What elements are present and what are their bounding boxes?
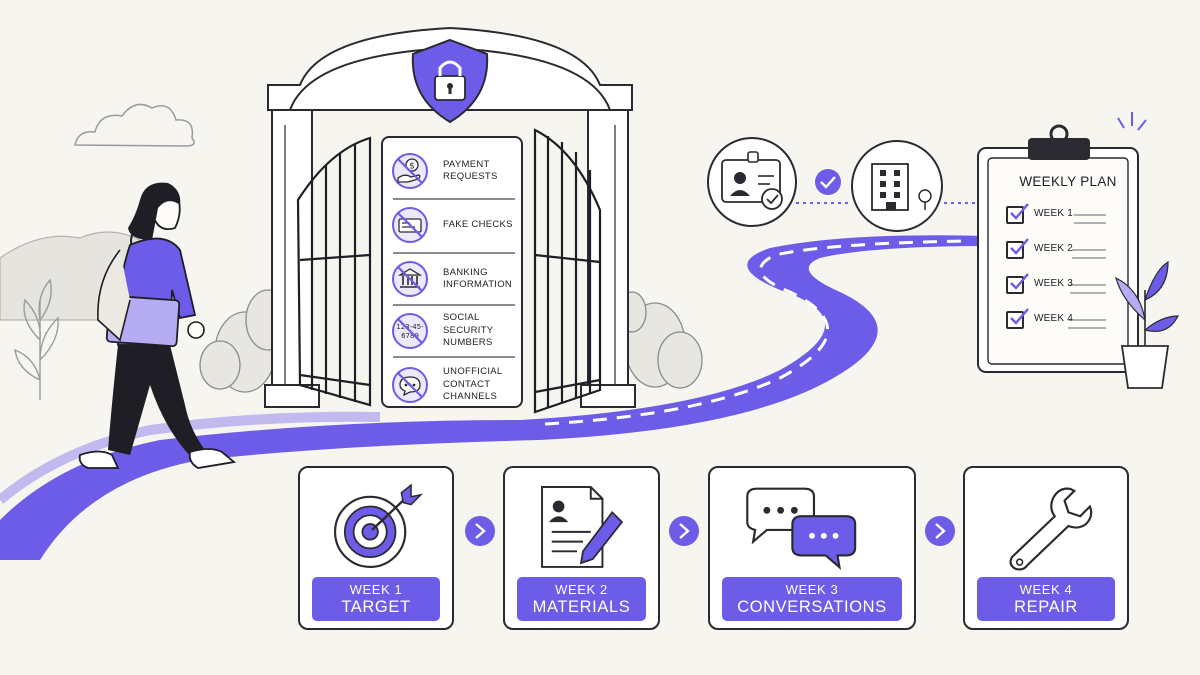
chat-icon (746, 487, 857, 570)
checkmark-icon (1010, 308, 1029, 325)
svg-text:$: $ (409, 162, 415, 172)
warning-item-ssn: 123-45- 6789 SOCIAL SECURITY NUMBERS (383, 306, 525, 356)
week-title: MATERIALS (532, 597, 631, 616)
week-card-repair: WEEK 4 REPAIR (963, 466, 1129, 630)
wrench-icon (1009, 487, 1093, 571)
checkbox-icon (1006, 206, 1024, 224)
week-label: WEEK 2 (555, 581, 608, 597)
warning-item-payment: $ PAYMENT REQUESTS (383, 146, 525, 196)
week-title: TARGET (341, 597, 411, 616)
week-card-materials: WEEK 2 MATERIALS (503, 466, 660, 630)
chat-bubble-icon (392, 367, 428, 403)
clipboard-title: WEEKLY PLAN (1019, 174, 1117, 189)
potted-plant (1115, 260, 1179, 389)
walking-person (78, 182, 237, 469)
resume-pencil-icon (541, 486, 624, 568)
clipboard-row-label: WEEK 3 (1034, 278, 1073, 289)
cloud-icon (74, 103, 195, 147)
week-badge: WEEK 3 CONVERSATIONS (722, 577, 902, 621)
clipboard-row-label: WEEK 1 (1034, 208, 1073, 219)
office-building-icon (851, 140, 943, 232)
clipboard-row: WEEK 3 (1004, 273, 1124, 296)
warning-list: $ PAYMENT REQUESTS FAKE CHECKS BANKING I (381, 136, 523, 408)
road-dashes (544, 239, 971, 426)
week-badge: WEEK 4 REPAIR (977, 577, 1115, 621)
next-arrow-2 (669, 516, 699, 546)
ssn-icon-text-b: 6789 (401, 332, 419, 340)
checkbox-icon (1006, 241, 1024, 259)
checkmark-icon (1010, 273, 1029, 290)
divider (393, 252, 515, 254)
clipboard-row-label: WEEK 4 (1034, 313, 1073, 324)
divider (393, 356, 515, 358)
checkbox-icon (1006, 276, 1024, 294)
check-icon (392, 207, 428, 243)
warning-label: SOCIAL SECURITY NUMBERS (443, 312, 494, 349)
week-card-target: WEEK 1 TARGET (298, 466, 454, 630)
clipboard-row: WEEK 2 (1004, 238, 1124, 261)
warning-label: BANKING INFORMATION (443, 266, 513, 290)
checkmark-icon (1010, 203, 1029, 220)
gate-door-right (533, 128, 602, 414)
week-badge: WEEK 1 TARGET (312, 577, 440, 621)
gate-door-left (296, 136, 372, 407)
next-arrow-1 (465, 516, 495, 546)
week-title: CONVERSATIONS (737, 597, 887, 616)
check-circle-icon (815, 169, 841, 195)
lock-shield-icon (411, 38, 489, 124)
week-label: WEEK 4 (1019, 581, 1073, 597)
warning-item-contact: UNOFFICIAL CONTACT CHANNELS (383, 360, 525, 410)
week-label: WEEK 3 (785, 581, 839, 597)
week-card-conversations: WEEK 3 CONVERSATIONS (708, 466, 916, 630)
warning-label: FAKE CHECKS (443, 218, 513, 230)
clipboard-row: WEEK 1 (1004, 203, 1124, 226)
dollar-hand-icon: $ (392, 153, 428, 189)
target-icon (334, 483, 424, 568)
warning-label: UNOFFICIAL CONTACT CHANNELS (443, 366, 503, 403)
warning-item-banking: BANKING INFORMATION (383, 254, 525, 304)
divider (393, 198, 515, 200)
divider (393, 304, 515, 306)
id-badge-icon (707, 137, 797, 227)
bush-right (617, 291, 703, 389)
clipboard-row: WEEK 4 (1004, 308, 1124, 331)
clipboard-row-label: WEEK 2 (1034, 243, 1073, 254)
next-arrow-3 (925, 516, 955, 546)
warning-label: PAYMENT REQUESTS (443, 158, 498, 182)
week-label: WEEK 1 (349, 581, 403, 597)
week-badge: WEEK 2 MATERIALS (517, 577, 646, 621)
ssn-icon: 123-45- 6789 (392, 313, 428, 349)
warning-item-fake-checks: FAKE CHECKS (383, 200, 525, 250)
checkmark-icon (1010, 238, 1029, 255)
checkbox-icon (1006, 311, 1024, 329)
plant-left (14, 278, 59, 400)
bank-icon (392, 261, 428, 297)
ssn-icon-text-a: 123-45- (396, 323, 424, 331)
week-title: REPAIR (1014, 597, 1078, 616)
